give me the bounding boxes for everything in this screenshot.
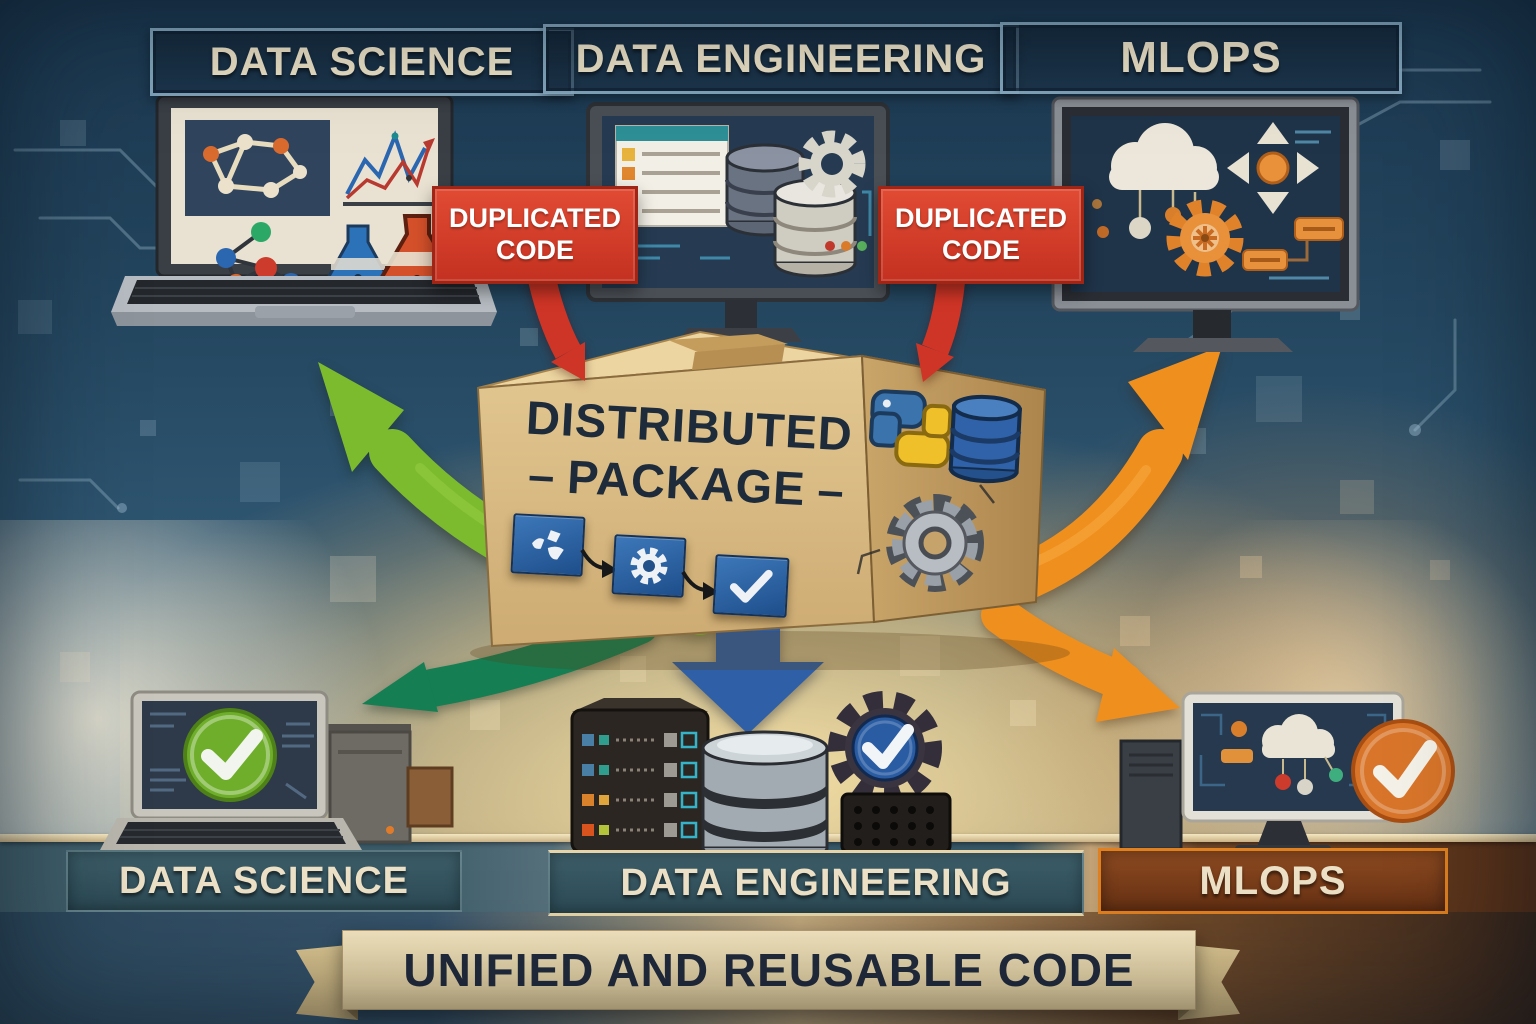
title-mlops: MLOPS xyxy=(1000,22,1402,94)
label-mlops-bottom: MLOPS xyxy=(1098,848,1448,914)
gear-icon xyxy=(1166,199,1244,277)
tower xyxy=(1119,739,1183,851)
database-icon xyxy=(948,394,1022,484)
label-text: DATA ENGINEERING xyxy=(620,861,1012,904)
database-icon-light xyxy=(773,178,857,278)
cloud-icon xyxy=(1109,123,1219,190)
alert-duplicated-code-left: DUPLICATED CODE xyxy=(432,186,638,284)
monitor-mlops xyxy=(1051,96,1360,352)
arrow-green-up-left-head xyxy=(318,362,404,472)
database-icon xyxy=(701,730,829,860)
cardboard-box xyxy=(406,766,454,828)
label-data-science-bottom: DATA SCIENCE xyxy=(66,850,462,912)
molecule-icon xyxy=(185,120,330,216)
distribute-icon xyxy=(1227,122,1319,214)
badge-connector-1 xyxy=(580,548,618,578)
label-text: DATA SCIENCE xyxy=(119,859,409,902)
arrow-orange-down-right-head xyxy=(1096,648,1180,722)
alert-duplicated-code-right: DUPLICATED CODE xyxy=(878,186,1084,284)
badge-connector-2 xyxy=(681,570,719,600)
alert-line1: DUPLICATED xyxy=(449,203,621,234)
pipeline-icon xyxy=(1242,217,1344,271)
check-icon xyxy=(729,569,773,603)
label-data-engineering-bottom: DATA ENGINEERING xyxy=(548,850,1084,916)
title-label: DATA SCIENCE xyxy=(209,39,515,84)
label-text: MLOPS xyxy=(1199,858,1347,903)
cloud-icon xyxy=(1262,714,1335,758)
title-label: MLOPS xyxy=(1120,33,1282,82)
alert-line2: CODE xyxy=(495,235,574,265)
arrow-blue-down xyxy=(672,585,824,734)
alert-arrow-left-head xyxy=(551,342,585,381)
banner-unified-code: UNIFIED AND REUSABLE CODE xyxy=(342,930,1196,1010)
title-data-science: DATA SCIENCE xyxy=(150,28,574,96)
fragments-icon xyxy=(532,530,564,560)
arrow-orange-up-right-head xyxy=(1128,346,1222,460)
monitor-mlops-bottom xyxy=(1119,691,1455,855)
check-circle-orange-icon xyxy=(1351,719,1455,823)
badge-check xyxy=(712,554,790,618)
alert-arrow-right-head xyxy=(916,343,954,382)
gear-check-icon xyxy=(828,691,942,805)
line-chart-icon xyxy=(343,130,435,206)
title-data-engineering: DATA ENGINEERING xyxy=(543,24,1019,94)
title-label: DATA ENGINEERING xyxy=(575,36,987,81)
alert-line1: DUPLICATED xyxy=(895,203,1067,234)
badge-fragments xyxy=(510,513,586,577)
badge-gear xyxy=(611,534,687,598)
python-icon xyxy=(869,389,953,469)
laptop-data-science-bottom xyxy=(100,690,454,859)
check-circle-green-icon xyxy=(183,708,277,802)
server-data-engineering-bottom xyxy=(570,691,952,860)
gear-icon xyxy=(886,494,984,592)
perforated-box xyxy=(840,792,952,854)
banner-text: UNIFIED AND REUSABLE CODE xyxy=(403,944,1135,996)
gear-icon xyxy=(630,547,668,585)
package-tape xyxy=(668,334,788,352)
server-rows xyxy=(582,731,698,839)
alert-line2: CODE xyxy=(941,235,1020,265)
gear-icon xyxy=(798,130,866,198)
arrow-green-down-left-head xyxy=(362,662,438,712)
